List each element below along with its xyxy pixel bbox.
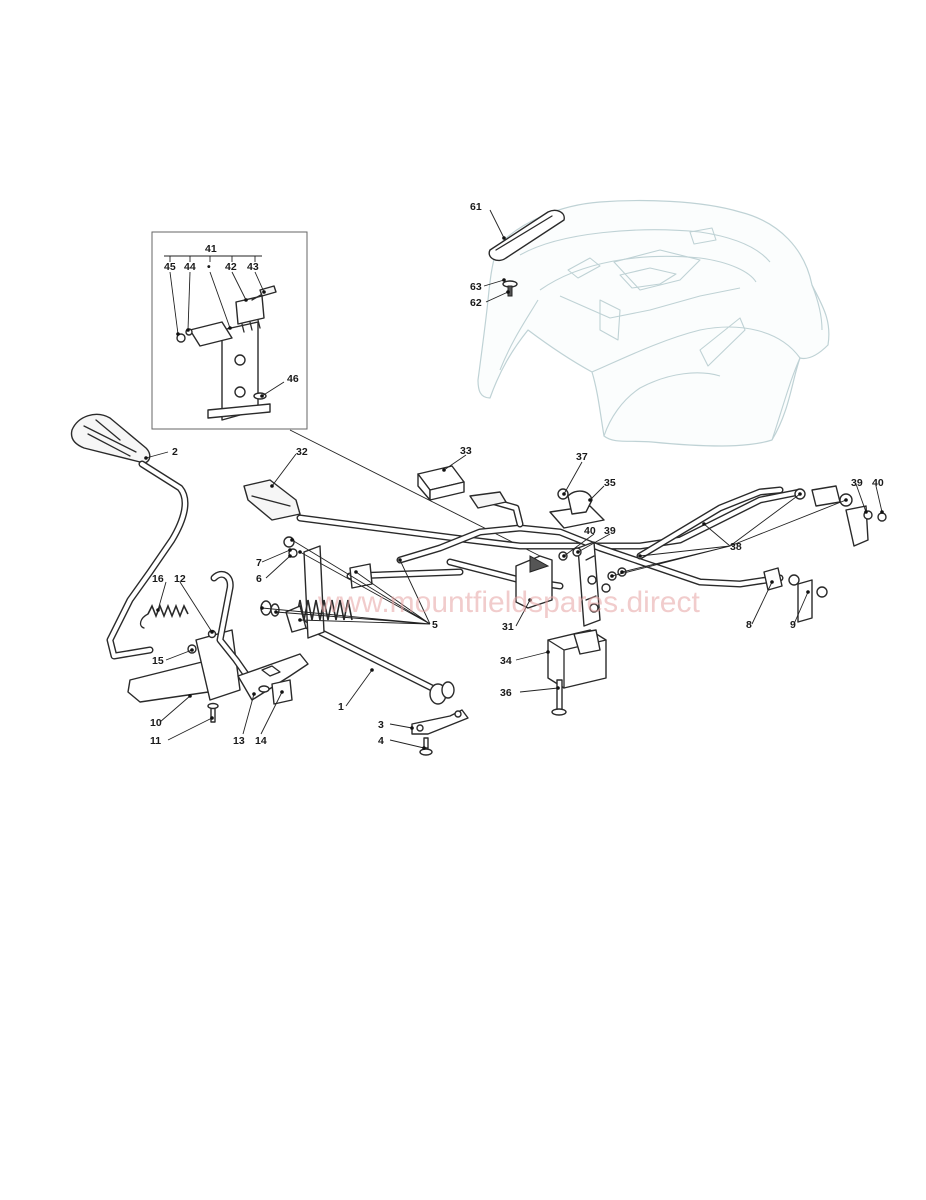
callout-37: 37 xyxy=(576,451,588,463)
callout-38: 38 xyxy=(730,541,742,553)
watermark-text: www.mountfieldspares.direct xyxy=(317,586,700,619)
linkage-rods xyxy=(296,486,804,696)
part-34-block xyxy=(547,629,607,689)
callout-41: 41 xyxy=(205,243,217,255)
part-61-reflector xyxy=(488,209,565,262)
part-33-block xyxy=(417,465,507,509)
callout-40a: 40 xyxy=(872,477,884,489)
callout-62: 62 xyxy=(470,297,482,309)
callout-39a: 39 xyxy=(851,477,863,489)
leader-lines xyxy=(145,209,883,749)
callout-46: 46 xyxy=(287,373,299,385)
left-lever-assembly xyxy=(127,570,309,723)
callout-13: 13 xyxy=(233,735,245,747)
part-3-bracket xyxy=(411,709,469,735)
callout-15: 15 xyxy=(152,655,164,667)
part-35-clip xyxy=(549,488,605,529)
callout-1: 1 xyxy=(338,701,344,713)
callout-44: 44 xyxy=(184,261,196,273)
callout-7: 7 xyxy=(256,557,262,569)
part-36-bolt xyxy=(551,679,567,716)
leader-dots xyxy=(144,236,884,750)
callout-32: 32 xyxy=(296,446,308,458)
part-31-pivot xyxy=(515,555,553,609)
callout-14: 14 xyxy=(255,735,267,747)
callout-numbers: 61 63 62 41 45 44 • 42 43 46 2 32 33 37 … xyxy=(150,201,884,747)
callout-35: 35 xyxy=(604,477,616,489)
part-4-screw xyxy=(419,737,433,756)
callout-31: 31 xyxy=(502,621,514,633)
right-bracket xyxy=(577,541,601,627)
part-1-shaft xyxy=(429,681,455,705)
callout-6: 6 xyxy=(256,573,262,585)
callout-3: 3 xyxy=(378,719,384,731)
callout-45: 45 xyxy=(164,261,176,273)
callout-34: 34 xyxy=(500,655,512,667)
callout-inset-dot: • xyxy=(207,261,211,273)
callout-36: 36 xyxy=(500,687,512,699)
callout-61: 61 xyxy=(470,201,482,213)
callout-2: 2 xyxy=(172,446,178,458)
callout-11: 11 xyxy=(150,735,161,747)
callout-9: 9 xyxy=(790,619,796,631)
callout-42: 42 xyxy=(225,261,237,273)
callout-4: 4 xyxy=(378,735,384,747)
callout-5: 5 xyxy=(432,619,438,631)
rear-body-shell xyxy=(477,199,830,447)
callout-12: 12 xyxy=(174,573,186,585)
callout-8: 8 xyxy=(746,619,752,631)
callout-63: 63 xyxy=(470,281,482,293)
callout-16: 16 xyxy=(152,573,164,585)
callout-43: 43 xyxy=(247,261,259,273)
callout-10: 10 xyxy=(150,717,162,729)
part-2-pedal xyxy=(70,413,189,660)
callout-40b: 40 xyxy=(584,525,596,537)
part-32-pad xyxy=(243,479,301,521)
callout-39b: 39 xyxy=(604,525,616,537)
callout-33: 33 xyxy=(460,445,472,457)
